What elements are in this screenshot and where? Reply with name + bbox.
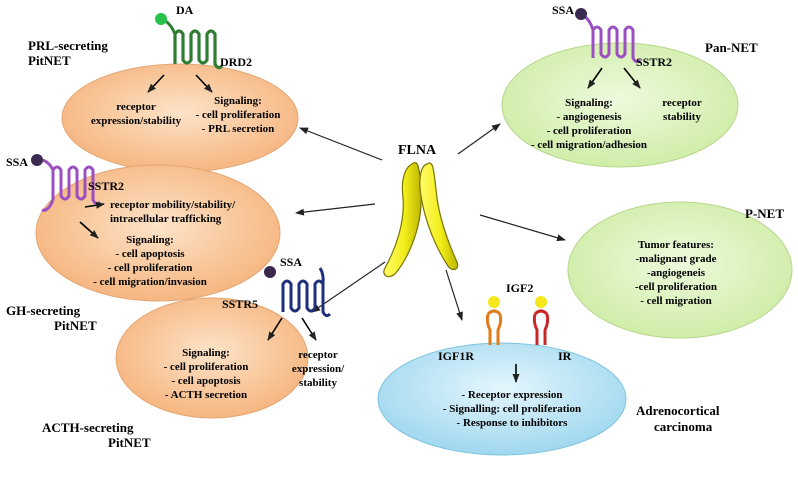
drd2-receptor-icon [163, 18, 224, 70]
gh-top-line2: intracellular trafficking [110, 213, 222, 225]
adreno-title-line2: carcinoma [654, 419, 713, 434]
acth-left-line4: - ACTH secretion [165, 389, 247, 401]
adreno-line1: - Receptor expression [461, 389, 562, 401]
acth-title-line1: ACTH-secreting [42, 420, 134, 435]
adreno-receptor-right-label: IR [558, 349, 572, 363]
gh-receptor-label: SSTR2 [88, 179, 124, 193]
acth-left-line2: - cell proliferation [164, 361, 249, 373]
acth-ligand-label: SSA [280, 255, 302, 269]
pnet-line4: -cell proliferation [635, 281, 717, 293]
acth-right-line1: receptor [298, 349, 338, 361]
acth-right-line2: expression/ [292, 363, 345, 375]
arrow-flna-to-pan-net [457, 123, 501, 155]
arrow-prl-right [195, 74, 213, 93]
adreno-line2: - Signalling: cell proliferation [443, 403, 581, 415]
arrow-flna-to-adrenocortical [445, 269, 463, 321]
p-net-ellipse [567, 201, 793, 339]
arrow-prl-left [147, 74, 165, 93]
gh-sig-line1: Signaling: [126, 234, 174, 246]
prl-title-line1: PRL-secreting [28, 38, 108, 53]
gh-sig-line3: - cell proliferation [108, 262, 193, 274]
igf2-ligand-left-icon [488, 296, 500, 308]
ssa-acth-ligand-icon [264, 266, 276, 278]
pan-left-line3: - cell proliferation [547, 125, 632, 137]
flna-molecule [383, 162, 459, 278]
gh-title-line2: PitNET [54, 318, 97, 333]
arrow-gh-top [84, 201, 105, 209]
pnet-line1: Tumor features: [638, 239, 714, 251]
pan-right-line2: stability [663, 111, 701, 123]
prl-left-line1: receptor [116, 101, 156, 113]
acth-right-line3: stability [299, 377, 337, 389]
ssa-pan-ligand-icon [575, 8, 587, 20]
arrow-acth-right [301, 317, 317, 341]
igf1r-receptor-icon [485, 309, 503, 345]
flna-label: FLNA [398, 143, 437, 158]
adreno-ligand-label: IGF2 [506, 281, 533, 295]
adreno-title-line1: Adrenocortical [636, 403, 720, 418]
acth-receptor-label: SSTR5 [222, 297, 258, 311]
prl-title-line2: PitNET [28, 53, 71, 68]
arrow-gh-signal [79, 221, 99, 239]
arrow-flna-to-p-net [479, 214, 566, 242]
arrow-flna-to-prl [299, 127, 383, 161]
pnet-line3: -angiogeneis [647, 267, 706, 279]
pan-net-ellipse [501, 42, 739, 168]
prl-ligand-label: DA [176, 3, 194, 17]
prl-receptor-label: DRD2 [220, 55, 252, 69]
adreno-receptor-left-label: IGF1R [438, 349, 474, 363]
arrow-pan-right [623, 67, 641, 89]
gh-sig-line2: - cell apoptosis [115, 248, 185, 260]
prl-right-line1: Signaling: [214, 95, 262, 107]
gh-pitnet-ellipse [35, 164, 281, 302]
gh-top-line1: receptor mobility/stability/ [110, 199, 236, 211]
arrow-pan-left [587, 67, 603, 89]
acth-left-line3: - cell apoptosis [171, 375, 241, 387]
arrow-flna-to-gh [295, 203, 376, 216]
acth-left-line1: Signaling: [182, 347, 230, 359]
prl-right-line2: - cell proliferation [196, 109, 281, 121]
da-ligand-icon [155, 13, 167, 25]
acth-title-line2: PitNET [108, 435, 151, 450]
prl-right-line3: - PRL secretion [202, 123, 275, 135]
adrenocortical-ellipse [377, 342, 627, 456]
igf2-ligand-right-icon [535, 296, 547, 308]
pan-left-line4: - cell migration/adhesion [531, 139, 647, 151]
gh-sig-line4: - cell migration/invasion [93, 276, 207, 288]
adreno-line3: - Response to inhibitors [457, 417, 569, 429]
pan-title: Pan-NET [705, 40, 758, 55]
ssa-gh-ligand-icon [31, 154, 43, 166]
pan-right-line1: receptor [662, 97, 702, 109]
ir-receptor-icon [532, 309, 550, 345]
pnet-line2: -malignant grade [636, 253, 717, 265]
prl-left-line2: expression/stability [91, 115, 182, 127]
arrow-acth-left [267, 317, 283, 341]
gh-title-line1: GH-secreting [6, 303, 81, 318]
pnet-line5: - cell migration [640, 295, 711, 307]
gh-ligand-label: SSA [6, 155, 28, 169]
pan-left-line2: - angiogenesis [556, 111, 622, 123]
pan-left-line1: Signaling: [565, 97, 613, 109]
acth-pitnet-ellipse [115, 297, 309, 419]
pan-ligand-label: SSA [552, 3, 574, 17]
pnet-title: P-NET [745, 206, 784, 221]
sstr5-receptor-icon [281, 267, 332, 318]
pan-receptor-label: SSTR2 [636, 55, 672, 69]
